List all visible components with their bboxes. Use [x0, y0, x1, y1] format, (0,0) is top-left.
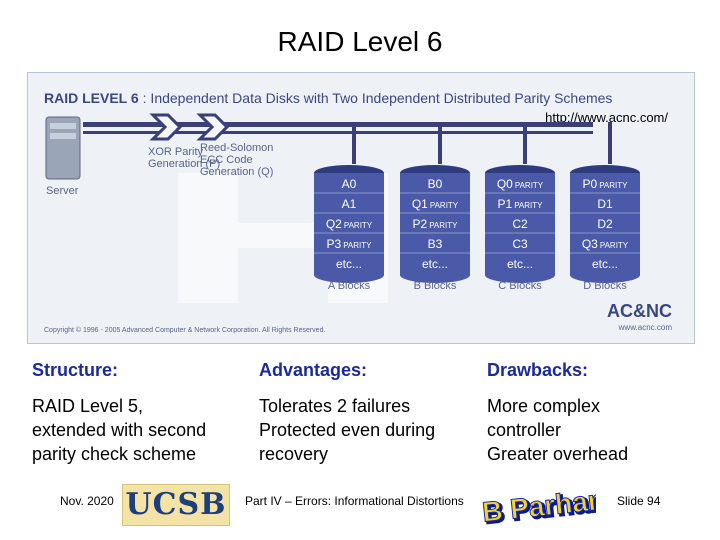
advantages-heading: Advantages:	[259, 360, 367, 381]
disk-block-id: P3	[327, 237, 342, 251]
disk-block-id: Q0	[497, 177, 513, 191]
rs-label: Reed-Solomon	[200, 142, 273, 154]
disk-label: D Blocks	[583, 280, 627, 292]
disk-block: etc...	[592, 257, 618, 271]
disk-block: etc...	[422, 257, 448, 271]
bus-drop	[352, 122, 356, 164]
drawbacks-text: More complex controller Greater overhead	[487, 394, 628, 466]
disk-block-parity: PARITY	[344, 221, 373, 230]
disk-block-id: Q2	[326, 217, 342, 231]
server-label: Server	[46, 185, 79, 197]
acnc-logo-url: www.acnc.com	[618, 323, 673, 332]
author-logo: B Parhami B Parhami	[478, 480, 596, 532]
disk-block-id: P0	[583, 177, 598, 191]
drawbacks-heading: Drawbacks:	[487, 360, 588, 381]
disk-block-id: Q3	[582, 237, 598, 251]
disk-block-parity: PARITY	[600, 241, 629, 250]
disk-label: C Blocks	[498, 280, 542, 292]
disk-block-parity: PARITY	[429, 221, 458, 230]
server-bay-icon	[50, 123, 76, 129]
rs-label: Generation (Q)	[200, 166, 273, 178]
figure-heading-rest: : Independent Data Disks with Two Indepe…	[143, 90, 613, 106]
disk-label: A Blocks	[328, 280, 371, 292]
advantages-text: Tolerates 2 failures Protected even duri…	[259, 394, 435, 466]
disk-block: A0	[342, 177, 357, 191]
ucsb-logo-text: UCSB	[123, 485, 229, 525]
slide-title: RAID Level 6	[0, 26, 720, 58]
disk-block: D1	[597, 197, 613, 211]
disk-block-parity: PARITY	[515, 181, 544, 190]
disk-block-parity: PARITY	[430, 201, 459, 210]
disk-label: B Blocks	[414, 280, 457, 292]
disk-block-parity: PARITY	[599, 181, 628, 190]
author-logo-text: B Parhami	[481, 482, 596, 527]
bus-drop	[608, 122, 612, 164]
disk-block-parity: PARITY	[343, 241, 372, 250]
disk-block-id: P1	[498, 197, 513, 211]
disk-block-parity: PARITY	[514, 201, 543, 210]
figure-copyright: Copyright © 1996 - 2005 Advanced Compute…	[44, 326, 325, 334]
disk-block: etc...	[507, 257, 533, 271]
disk-block-id: Q1	[412, 197, 428, 211]
structure-text: RAID Level 5, extended with second parit…	[32, 394, 206, 466]
structure-heading: Structure:	[32, 360, 118, 381]
ucsb-logo: UCSB	[122, 484, 230, 526]
disk-block: B3	[428, 237, 443, 251]
footer-date: Nov. 2020	[60, 494, 114, 508]
disk-block-id: P2	[413, 217, 428, 231]
bus-drop	[523, 122, 527, 164]
footer-center-text: Part IV – Errors: Informational Distorti…	[245, 494, 464, 508]
figure-heading: RAID LEVEL 6: Independent Data Disks wit…	[44, 90, 612, 106]
bus-drop	[438, 122, 442, 164]
disk-block: C3	[512, 237, 528, 251]
disk-block: D2	[597, 217, 613, 231]
disk-block: etc...	[336, 257, 362, 271]
disk-block: C2	[512, 217, 528, 231]
rs-label: ECC Code	[200, 154, 253, 166]
acnc-logo: AC&NC	[607, 301, 672, 321]
raid6-figure: RAID LEVEL 6: Independent Data Disks wit…	[27, 72, 695, 344]
disk-block: A1	[342, 197, 357, 211]
slide-number: Slide 94	[617, 494, 660, 508]
disk-block: B0	[428, 177, 443, 191]
xor-label: XOR Parity	[148, 146, 204, 158]
figure-heading-bold: RAID LEVEL 6	[44, 90, 139, 106]
raid6-diagram: RAID LEVEL 6: Independent Data Disks wit…	[28, 73, 694, 343]
server-bay-icon	[50, 133, 76, 139]
